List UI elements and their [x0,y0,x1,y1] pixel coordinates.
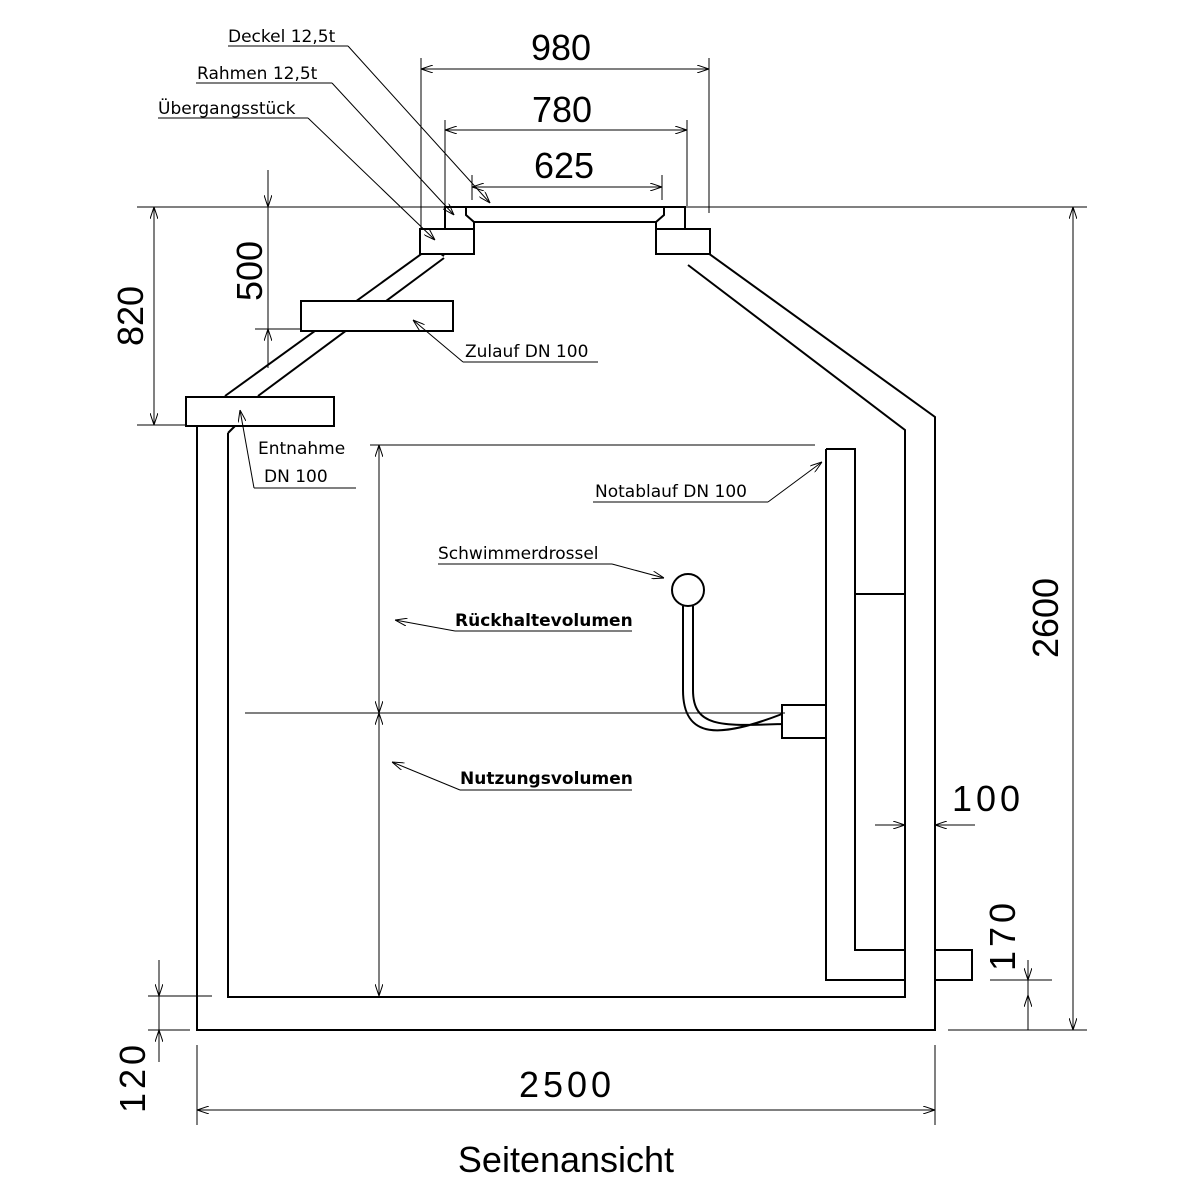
label-schwimmer: Schwimmerdrossel [438,544,599,564]
dim-500: 500 [229,241,270,301]
float-hose [682,606,783,732]
pipes [185,300,454,427]
zulauf-pipe [300,300,454,332]
notablauf-pipe [781,448,973,981]
float-ball [671,573,705,607]
label-deckel: Deckel 12,5t [228,27,336,47]
label-zulauf: Zulauf DN 100 [465,342,588,362]
top-assembly [419,206,711,255]
dimension-lines [154,69,1073,1110]
drawing-title: Seitenansicht [458,1139,674,1180]
label-rueckhalte: Rückhaltevolumen [455,611,633,631]
schwimmerdrossel [671,573,783,732]
dim-2500: 2500 [519,1064,615,1105]
label-nutzung: Nutzungsvolumen [460,769,633,789]
dim-780: 780 [532,89,592,130]
dim-625: 625 [534,145,594,186]
label-uebergang: Übergangsstück [158,97,296,119]
entnahme-pipe [185,396,335,427]
label-rahmen: Rahmen 12,5t [197,64,318,84]
dim-100: 100 [952,778,1024,819]
tank-inner-wall [227,264,906,998]
deckel-cover [465,206,665,223]
leader-lines [158,45,822,791]
label-entnahme-1: Entnahme [258,439,345,459]
dim-980: 980 [531,27,591,68]
dim-120: 120 [112,1041,153,1113]
dim-170: 170 [982,899,1023,971]
label-notablauf: Notablauf DN 100 [595,482,747,502]
tank [196,246,936,1031]
label-entnahme-2: DN 100 [264,467,328,487]
dim-2600: 2600 [1025,578,1066,658]
dim-820: 820 [110,286,151,346]
reference-lines [137,58,1087,1125]
tank-outer-wall [196,252,936,1031]
uebergang-right [655,228,711,255]
